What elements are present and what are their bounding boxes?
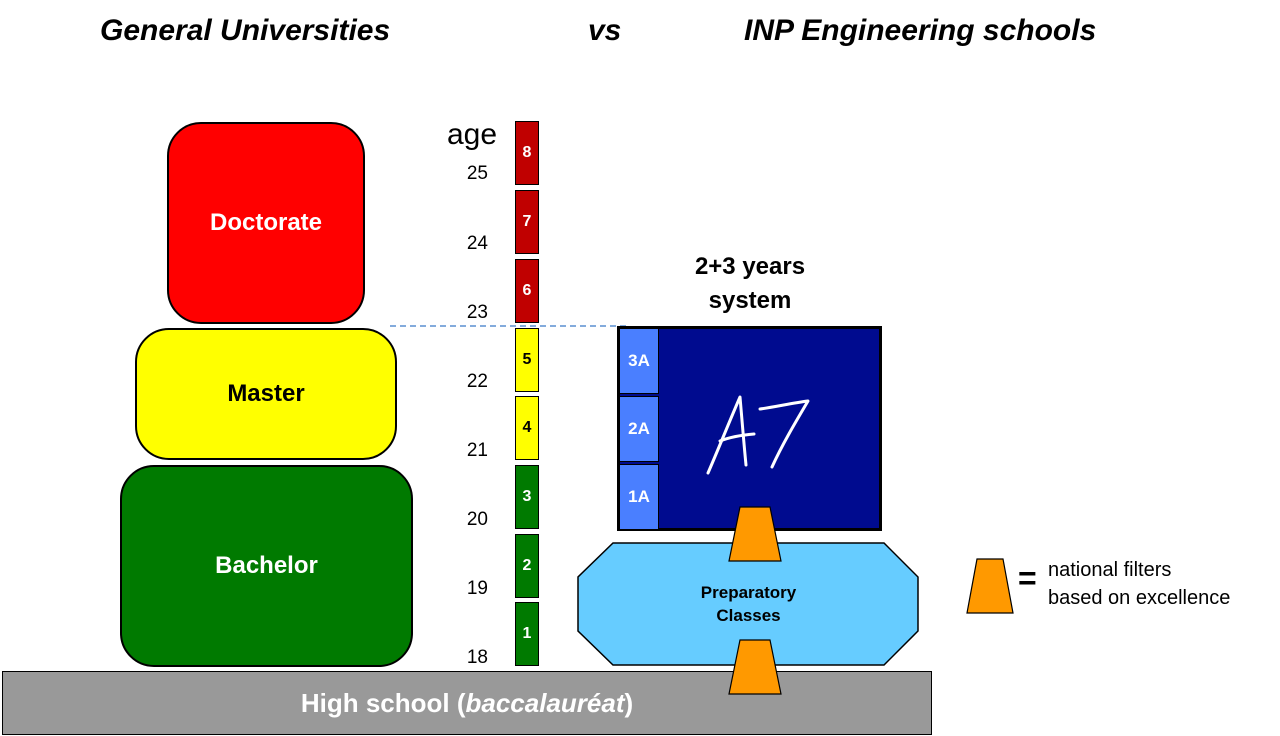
legend-line2: based on excellence bbox=[1048, 587, 1231, 609]
high-school-suffix: ) bbox=[624, 687, 634, 718]
bachelor-label: Bachelor bbox=[215, 552, 318, 579]
a7-signature bbox=[706, 395, 810, 475]
age-23-dashed-line bbox=[390, 325, 628, 327]
legend-line1: national filters bbox=[1048, 559, 1172, 581]
bachelor-block: Bachelor bbox=[120, 465, 413, 667]
year-3a-label: 3A bbox=[628, 351, 650, 370]
system-label-line2: system bbox=[708, 287, 792, 314]
year-1-label: 1 bbox=[522, 625, 532, 642]
age-22: 22 bbox=[466, 371, 488, 392]
title-general-universities: General Universities bbox=[100, 14, 391, 47]
preparatory-classes-shape bbox=[577, 542, 919, 666]
preparatory-classes-label: Preparatory Classes bbox=[576, 581, 921, 627]
filter-icon-lower bbox=[728, 639, 782, 695]
master-label: Master bbox=[227, 380, 305, 407]
age-23: 23 bbox=[466, 302, 488, 323]
title-inp-engineering-schools: INP Engineering schools bbox=[744, 14, 1097, 47]
filter-icon-upper bbox=[728, 506, 782, 562]
year-box-6: 6 bbox=[515, 259, 539, 323]
age-19: 19 bbox=[466, 578, 488, 599]
doctorate-block: Doctorate bbox=[167, 122, 365, 324]
preparatory-line1: Preparatory bbox=[700, 583, 797, 602]
high-school-label: High school (baccalauréat) bbox=[301, 688, 633, 719]
year-7-label: 7 bbox=[522, 213, 532, 230]
year-1a-label: 1A bbox=[628, 487, 650, 506]
system-label-line1: 2+3 years bbox=[694, 253, 806, 280]
year-2a-label: 2A bbox=[628, 419, 650, 438]
title-vs: vs bbox=[588, 14, 622, 47]
preparatory-line2: Classes bbox=[716, 606, 781, 625]
age-24: 24 bbox=[466, 233, 488, 254]
master-block: Master bbox=[135, 328, 397, 460]
year-6-label: 6 bbox=[522, 282, 532, 299]
system-label: 2+3 years system bbox=[660, 250, 840, 318]
year-box-2: 2 bbox=[515, 534, 539, 598]
high-school-prefix: High school ( bbox=[300, 687, 466, 718]
year-2-label: 2 bbox=[522, 557, 532, 574]
engineering-school-box bbox=[617, 326, 882, 531]
age-25: 25 bbox=[466, 163, 488, 184]
year-5-label: 5 bbox=[522, 351, 532, 368]
age-18: 18 bbox=[466, 647, 488, 668]
legend-text: national filters based on excellence bbox=[1048, 556, 1230, 612]
year-box-8: 8 bbox=[515, 121, 539, 185]
high-school-bar: High school (baccalauréat) bbox=[2, 671, 932, 735]
year-box-5: 5 bbox=[515, 328, 539, 392]
year-3a-box: 3A bbox=[619, 328, 659, 394]
year-box-4: 4 bbox=[515, 396, 539, 460]
year-3-label: 3 bbox=[522, 488, 532, 505]
year-4-label: 4 bbox=[522, 419, 532, 436]
age-20: 20 bbox=[466, 509, 488, 530]
high-school-italic: baccalauréat bbox=[465, 687, 625, 718]
year-1a-box: 1A bbox=[619, 464, 659, 530]
year-8-label: 8 bbox=[522, 144, 532, 161]
doctorate-label: Doctorate bbox=[209, 209, 323, 236]
legend-equals: = bbox=[1018, 560, 1037, 596]
year-box-1: 1 bbox=[515, 602, 539, 666]
legend-filter-icon bbox=[966, 558, 1014, 614]
year-2a-box: 2A bbox=[619, 396, 659, 462]
age-label: age bbox=[447, 118, 498, 151]
year-box-3: 3 bbox=[515, 465, 539, 529]
age-21: 21 bbox=[466, 440, 488, 461]
year-box-7: 7 bbox=[515, 190, 539, 254]
